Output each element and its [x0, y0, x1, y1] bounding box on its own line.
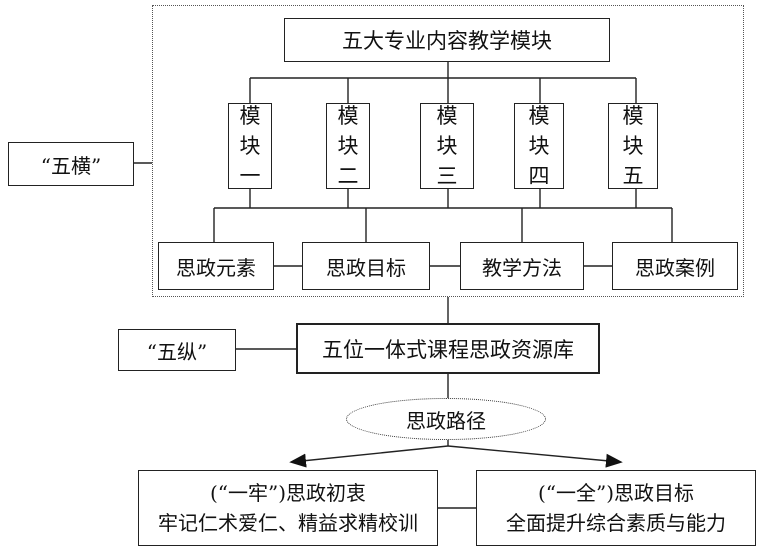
module-3-char-3: 三 — [436, 164, 458, 188]
module-2-char-3: 二 — [337, 164, 359, 188]
wuheng-label-box: “五横” — [8, 142, 134, 186]
module-1-char-3: 一 — [239, 164, 261, 188]
module-box-5: 模 块 五 — [608, 103, 658, 189]
outcome-left-line2: 牢记仁术爱仁、精益求精校训 — [158, 511, 418, 535]
element-box-1: 思政元素 — [158, 242, 274, 290]
module-5-char-1: 模 — [622, 104, 644, 128]
outcome-right-line2: 全面提升综合素质与能力 — [506, 511, 726, 535]
path-ellipse: 思政路径 — [346, 398, 546, 440]
module-4-char-3: 四 — [528, 164, 550, 188]
module-3-char-1: 模 — [436, 104, 458, 128]
module-2-char-2: 块 — [337, 134, 359, 158]
module-3-char-2: 块 — [436, 134, 458, 158]
outcome-left-box: (“一牢”)思政初衷 牢记仁术爱仁、精益求精校训 — [138, 470, 438, 546]
module-4-char-1: 模 — [528, 104, 550, 128]
module-2-char-1: 模 — [337, 104, 359, 128]
title-box: 五大专业内容教学模块 — [284, 18, 610, 62]
arrow-right — [447, 445, 623, 468]
wuheng-frame — [152, 5, 744, 297]
module-1-char-2: 块 — [239, 134, 261, 158]
wuzong-label-box: “五纵” — [118, 329, 236, 371]
module-1-char-1: 模 — [239, 104, 261, 128]
module-box-1: 模 块 一 — [228, 103, 272, 189]
module-box-4: 模 块 四 — [514, 103, 564, 189]
element-box-3: 教学方法 — [460, 242, 584, 290]
outcome-left-line1: (“一牢”)思政初衷 — [209, 481, 367, 505]
module-box-3: 模 块 三 — [420, 103, 474, 189]
module-5-char-3: 五 — [622, 164, 644, 188]
outcome-right-box: (“一全”)思政目标 全面提升综合素质与能力 — [476, 470, 756, 546]
resource-library-box: 五位一体式课程思政资源库 — [296, 323, 600, 374]
element-box-2: 思政目标 — [302, 242, 430, 290]
module-5-char-2: 块 — [622, 134, 644, 158]
outcome-right-line1: (“一全”)思政目标 — [537, 481, 695, 505]
module-box-2: 模 块 二 — [326, 103, 370, 189]
module-4-char-2: 块 — [528, 134, 550, 158]
arrow-left — [289, 445, 449, 468]
element-box-4: 思政案例 — [612, 242, 738, 290]
